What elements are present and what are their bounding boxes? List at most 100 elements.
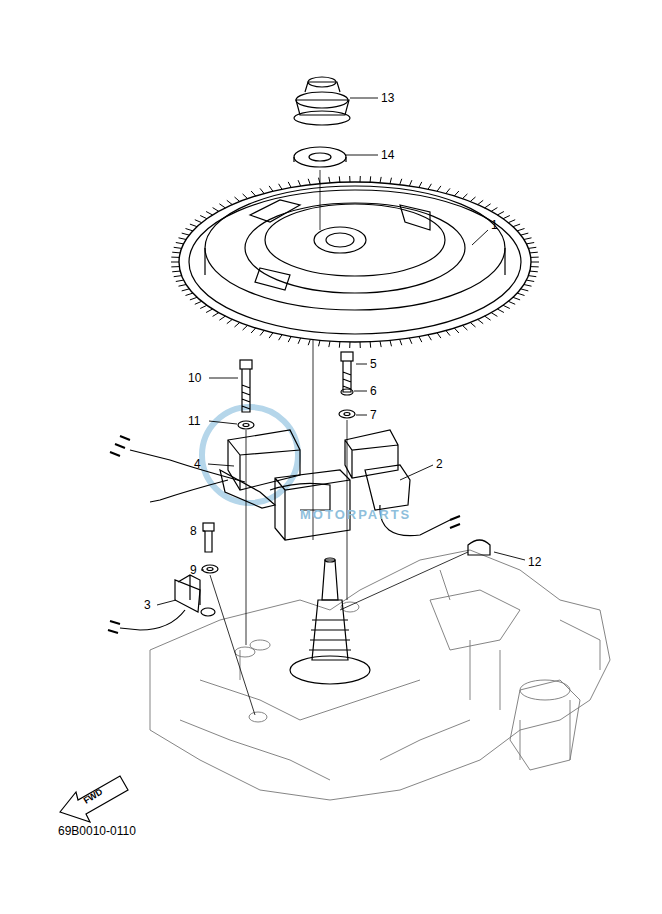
gear-tooth: [279, 184, 282, 189]
gear-tooth: [454, 328, 459, 333]
gear-tooth: [528, 276, 536, 277]
gear-tooth: [288, 182, 291, 188]
gear-tooth: [491, 208, 497, 212]
stator-coils: [108, 430, 460, 633]
gear-tooth: [269, 333, 273, 338]
gear-tooth: [206, 212, 213, 216]
gear-tooth: [470, 197, 475, 202]
callout-number: 1: [491, 219, 498, 231]
gear-tooth: [400, 179, 402, 185]
callout-number: 13: [381, 92, 394, 104]
gear-tooth: [485, 316, 491, 320]
gear-tooth: [195, 220, 202, 223]
gear-tooth: [531, 266, 539, 267]
gear-tooth: [174, 247, 182, 248]
gear-tooth: [219, 204, 225, 208]
gear-tooth: [235, 197, 240, 202]
callout-number: 14: [381, 149, 394, 161]
callout-number: 9: [190, 564, 197, 576]
gear-tooth: [513, 224, 520, 227]
gear-tooth: [437, 186, 441, 191]
gear-tooth: [360, 176, 361, 182]
gear-tooth: [171, 266, 179, 267]
gear-tooth: [182, 289, 190, 291]
gear-tooth: [526, 280, 534, 281]
gear-tooth: [454, 191, 459, 196]
gear-tooth: [409, 338, 412, 344]
gear-tooth: [513, 297, 520, 300]
drawing-code: 69B0010-0110: [58, 825, 136, 837]
gear-tooth: [200, 305, 207, 308]
gear-tooth: [319, 340, 321, 346]
gear-tooth: [400, 339, 402, 345]
gear-tooth: [179, 238, 187, 240]
gear-tooth: [190, 297, 197, 300]
gear-tooth: [190, 224, 197, 227]
gear-tooth: [370, 342, 372, 348]
gear-tooth: [497, 309, 504, 313]
callout-number: 6: [370, 385, 377, 397]
woodruff-key: [468, 540, 490, 555]
callout-number: 11: [188, 415, 200, 427]
leader-lines: [157, 98, 525, 605]
gear-tooth: [243, 194, 248, 199]
gear-tooth: [437, 333, 441, 338]
callout-number: 5: [370, 358, 377, 370]
engine-block: [150, 550, 610, 800]
gear-tooth: [172, 271, 180, 273]
gear-tooth: [409, 180, 412, 186]
gear-tooth: [269, 186, 273, 191]
gear-tooth: [243, 325, 248, 330]
callout-number: 7: [370, 409, 377, 421]
gear-tooth: [390, 178, 392, 184]
gear-tooth: [491, 313, 497, 317]
gear-tooth: [526, 243, 534, 244]
gear-tooth: [380, 177, 381, 183]
gear-tooth: [470, 323, 475, 328]
callout-number: 12: [528, 556, 541, 568]
gear-tooth: [390, 340, 392, 346]
gear-tooth: [508, 301, 515, 304]
gear-tooth: [478, 319, 484, 323]
gear-tooth: [503, 216, 510, 219]
gear-tooth: [528, 247, 536, 248]
gear-tooth: [182, 233, 190, 235]
gear-tooth: [206, 309, 213, 313]
gear-tooth: [179, 285, 187, 287]
gear-tooth: [288, 337, 291, 343]
gear-tooth: [172, 252, 180, 254]
gear-tooth: [260, 331, 264, 336]
gear-tooth: [171, 257, 179, 258]
gear-tooth: [279, 335, 282, 340]
gear-tooth: [428, 184, 431, 189]
gear-tooth: [308, 339, 310, 345]
gear-tooth: [200, 216, 207, 219]
gear-tooth: [186, 293, 193, 295]
gear-tooth: [478, 200, 484, 204]
gear-tooth: [524, 238, 532, 240]
gear-tooth: [227, 319, 233, 323]
gear-tooth: [298, 180, 301, 186]
gear-tooth: [213, 208, 219, 212]
gear-tooth: [349, 176, 350, 182]
nut-washer: [294, 77, 350, 540]
bolts: [202, 352, 355, 573]
gear-tooth: [380, 341, 381, 347]
gear-tooth: [463, 194, 468, 199]
gear-tooth: [176, 243, 184, 244]
gear-tooth: [174, 276, 182, 277]
gear-tooth: [329, 341, 330, 347]
gear-tooth: [219, 316, 225, 320]
gear-tooth: [339, 176, 341, 182]
gear-tooth: [524, 285, 532, 287]
gear-tooth: [463, 325, 468, 330]
gear-tooth: [235, 323, 240, 328]
gear-tooth: [485, 204, 491, 208]
gear-tooth: [517, 293, 524, 295]
gear-tooth: [530, 271, 538, 273]
callout-number: 3: [144, 599, 151, 611]
gear-tooth: [517, 229, 524, 231]
gear-tooth: [419, 182, 422, 188]
gear-tooth: [521, 289, 529, 291]
gear-tooth: [446, 331, 450, 336]
